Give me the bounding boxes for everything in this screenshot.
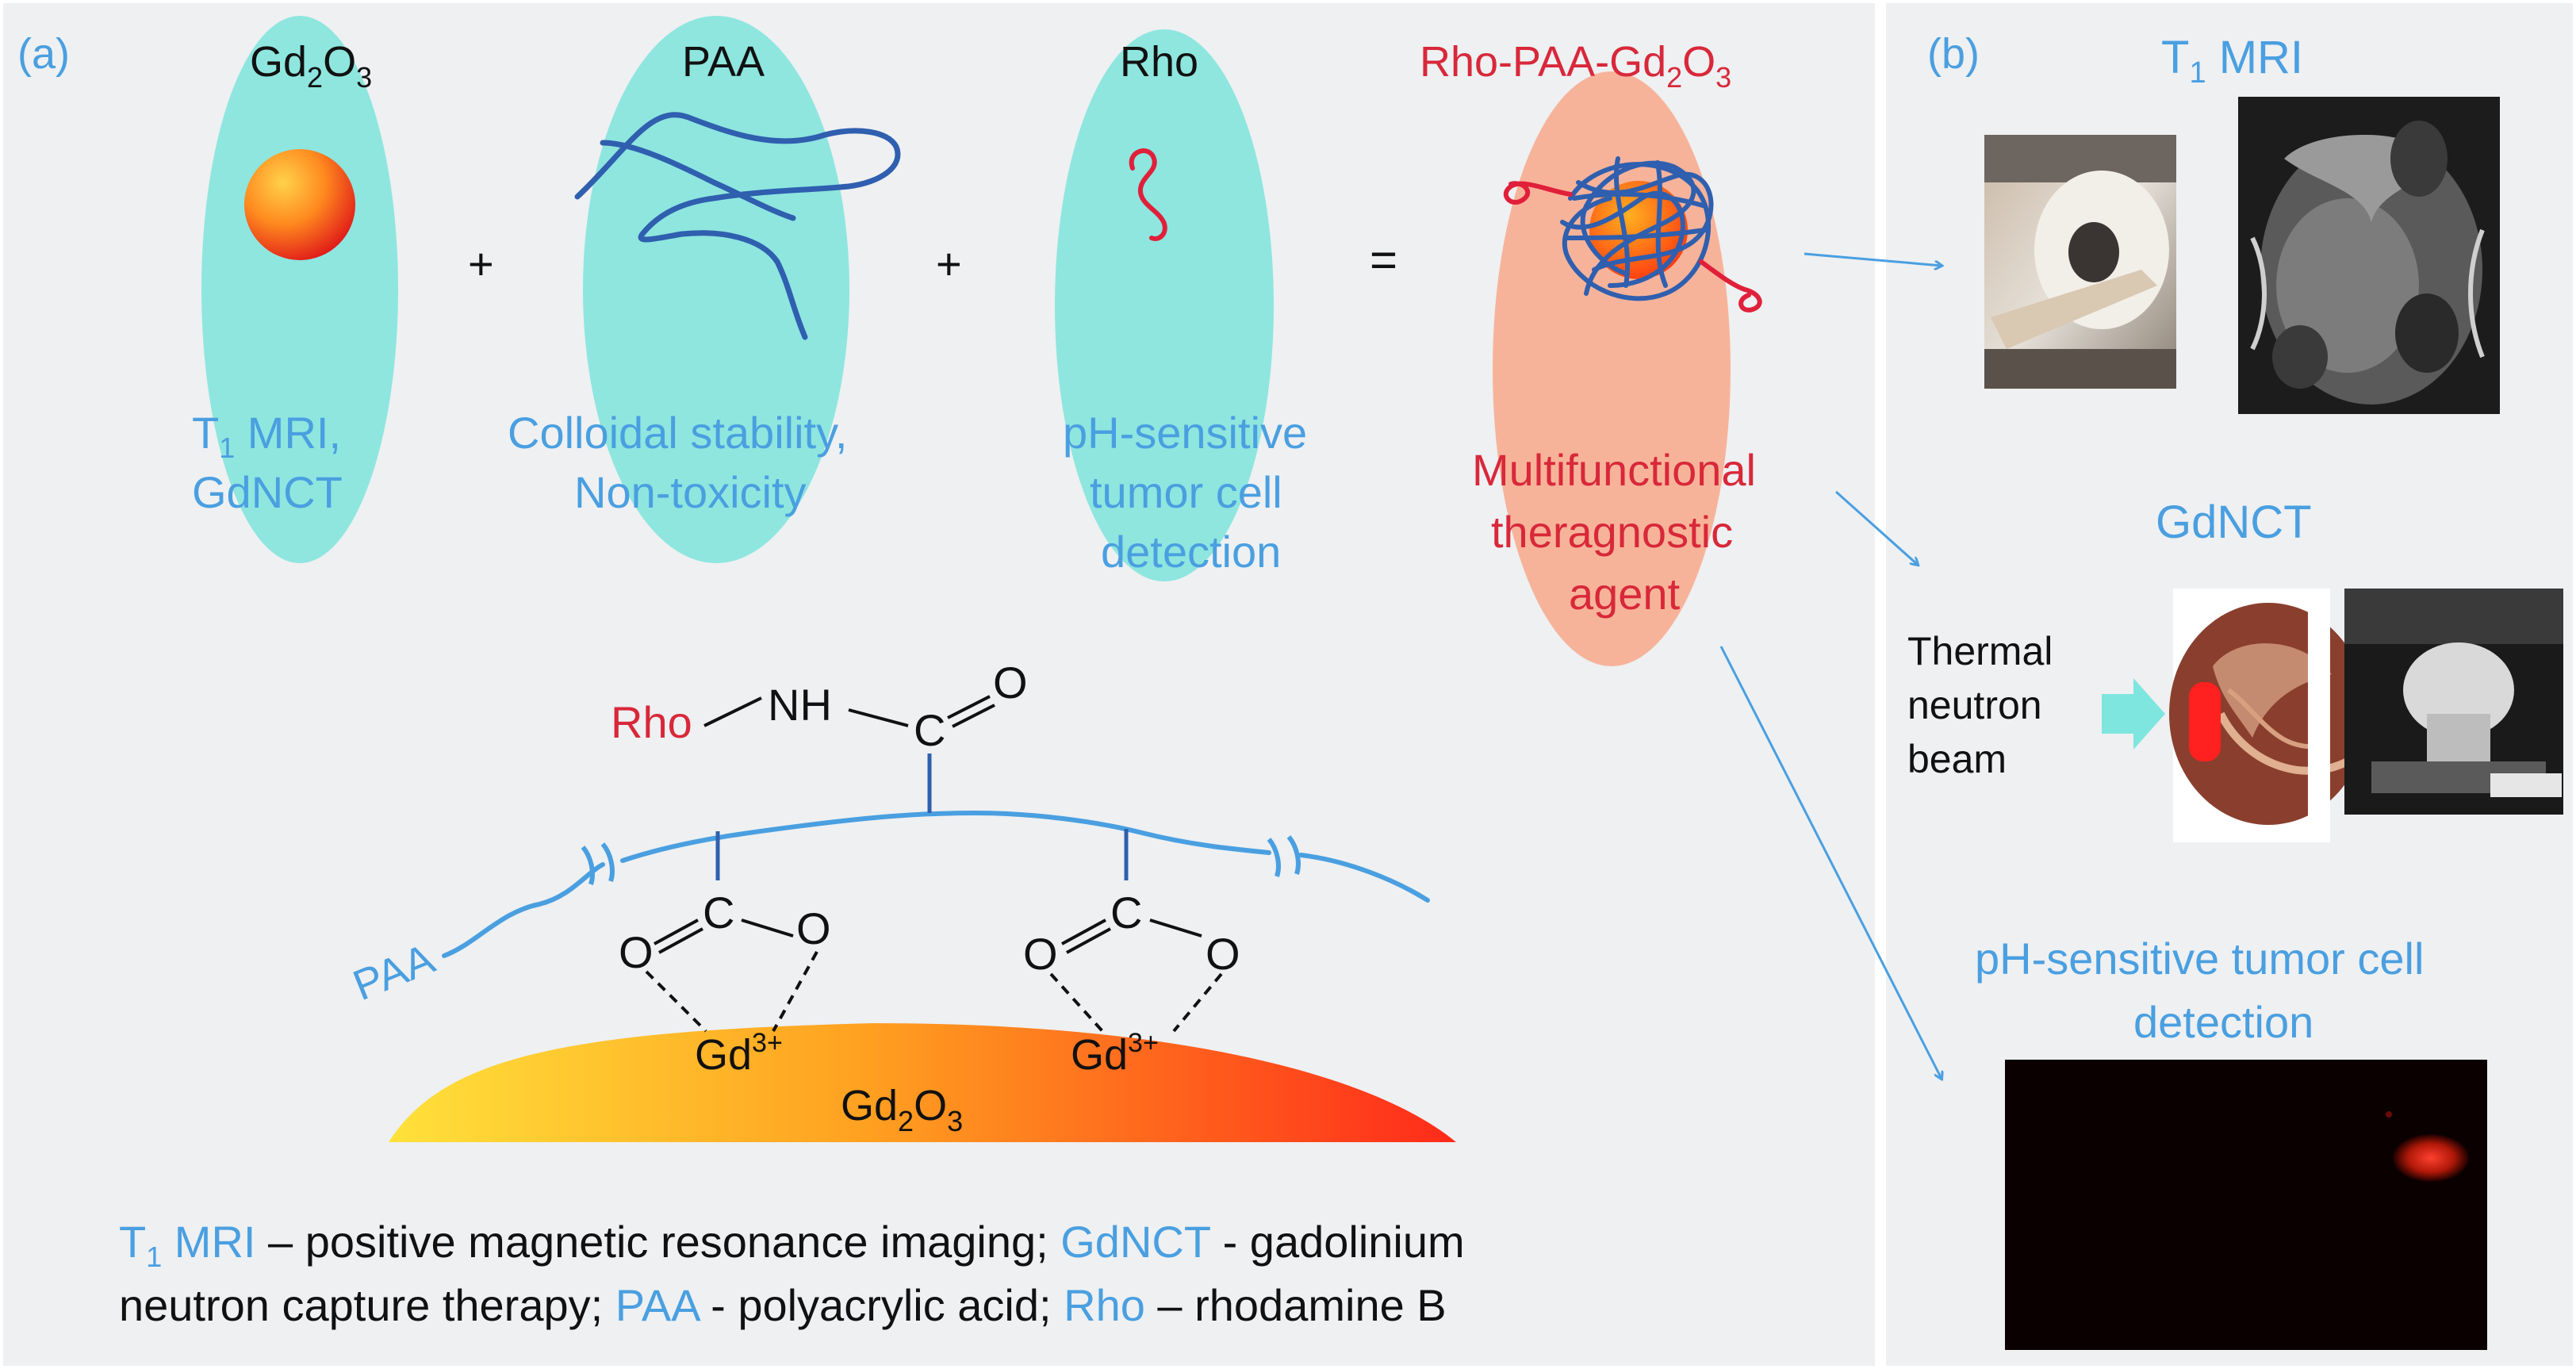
gd2o3-nanoparticle-icon bbox=[244, 149, 355, 260]
fluorescence-image bbox=[2005, 1060, 2487, 1350]
result-polymer-shell-icon bbox=[1560, 156, 1714, 301]
bond-left-co-2 bbox=[741, 918, 794, 938]
result-rho-left-icon bbox=[1503, 181, 1573, 205]
rho-component: Rho pH-sensitive tumor cell detection bbox=[1055, 29, 1307, 581]
result-desc-line2: theragnostic bbox=[1491, 507, 1733, 557]
chain-break-right-1 bbox=[1267, 838, 1281, 877]
surface-label: Gd2O3 bbox=[841, 1082, 963, 1137]
mri-title: T1 MRI bbox=[2161, 32, 2303, 90]
neutron-beam-arrow-icon bbox=[2102, 678, 2165, 750]
rho-desc-line2: tumor cell bbox=[1090, 467, 1282, 517]
mri-scan-image bbox=[2238, 97, 2500, 414]
bond-right-co-1b bbox=[1066, 927, 1111, 954]
chem-gd-left: Gd3+ bbox=[695, 1028, 783, 1079]
chem-nh-label: NH bbox=[768, 680, 832, 730]
bond-nh-c bbox=[848, 708, 909, 727]
detection-title-line2: detection bbox=[2133, 997, 2313, 1047]
paa-desc-line2: Non-toxicity bbox=[574, 467, 807, 517]
result-title: Rho-PAA-Gd2O3 bbox=[1420, 38, 1731, 94]
rho-desc-line1: pH-sensitive bbox=[1063, 408, 1307, 458]
chem-c-top: C bbox=[914, 705, 945, 755]
rho-dye-molecule-icon bbox=[1129, 148, 1167, 241]
bond-c-o-top-b bbox=[952, 704, 995, 728]
beam-label-line2: neutron bbox=[1907, 683, 2042, 727]
gdnct-title: GdNCT bbox=[2156, 497, 2312, 548]
arrow-to-gdnct bbox=[1835, 490, 1918, 565]
bond-right-co-1a bbox=[1061, 918, 1106, 945]
gd2o3-component: Gd2O3 T1 MRI, GdNCT bbox=[192, 16, 398, 563]
mri-scanner-photo bbox=[1984, 135, 2176, 389]
gd2o3-desc-line2: GdNCT bbox=[192, 467, 343, 517]
paa-polymer-chain-icon bbox=[574, 112, 901, 340]
result-desc-line1: Multifunctional bbox=[1472, 445, 1756, 495]
arrow-to-mri bbox=[1804, 252, 1942, 266]
bond-left-co-1a bbox=[654, 918, 699, 945]
gd2o3-surface bbox=[389, 1023, 1456, 1142]
plus-operator-1: + bbox=[468, 239, 494, 289]
bond-right-co-2 bbox=[1149, 918, 1202, 938]
chem-rho-label: Rho bbox=[611, 697, 692, 747]
chem-o-left-a: O bbox=[619, 927, 654, 977]
legend-line-1: T1 MRI – positive magnetic resonance ima… bbox=[119, 1217, 1465, 1273]
chain-break-left-2 bbox=[600, 842, 615, 882]
rho-title: Rho bbox=[1120, 38, 1198, 86]
chem-o-right-a: O bbox=[1023, 929, 1058, 979]
paa-backbone-left bbox=[442, 862, 605, 958]
bond-left-co-1b bbox=[658, 927, 703, 954]
chain-break-right-2 bbox=[1286, 835, 1301, 875]
bond-c-o-top-a bbox=[947, 695, 991, 719]
result-component: Rho-PAA-Gd2O3 Multifunctional theragnost… bbox=[1420, 38, 1762, 666]
panel-a-label: (a) bbox=[17, 30, 70, 78]
coord-left-2 bbox=[772, 951, 818, 1032]
chain-break-left-1 bbox=[581, 846, 595, 885]
coord-right-1 bbox=[1049, 972, 1104, 1033]
chem-c-right: C bbox=[1110, 888, 1142, 938]
paa-title: PAA bbox=[682, 38, 765, 86]
chemistry-diagram: Gd2O3 PAA Rho NH C O C O O Gd3+ C bbox=[347, 658, 1456, 1142]
bond-rho-nh bbox=[703, 696, 762, 727]
arrow-to-detection bbox=[1719, 646, 1942, 1079]
result-desc-line3: agent bbox=[1569, 569, 1681, 619]
paa-component: PAA Colloidal stability, Non-toxicity bbox=[508, 16, 901, 563]
equals-operator: = bbox=[1370, 233, 1397, 286]
result-rho-right-icon bbox=[1699, 259, 1762, 313]
beam-label-line1: Thermal bbox=[1907, 629, 2053, 673]
radiotherapy-photo bbox=[2344, 589, 2563, 815]
gd2o3-desc-line1: T1 MRI, bbox=[192, 408, 341, 464]
chem-gd-right: Gd3+ bbox=[1071, 1028, 1159, 1079]
paa-desc-line1: Colloidal stability, bbox=[508, 408, 847, 458]
coord-left-1 bbox=[645, 970, 707, 1033]
brain-section-image bbox=[2169, 589, 2367, 842]
legend-line-2: neutron capture therapy; PAA - polyacryl… bbox=[119, 1280, 1447, 1330]
panel-b-label: (b) bbox=[1927, 30, 1980, 78]
plus-operator-2: + bbox=[936, 239, 962, 289]
chem-o-top: O bbox=[993, 658, 1028, 708]
gd2o3-ellipse bbox=[201, 16, 398, 563]
rho-desc-line3: detection bbox=[1101, 527, 1281, 577]
chem-o-right-b: O bbox=[1206, 929, 1240, 979]
chem-o-left-b: O bbox=[796, 903, 831, 953]
paa-backbone-main bbox=[620, 810, 1271, 863]
rho-ellipse bbox=[1055, 29, 1274, 581]
beam-label-line3: beam bbox=[1907, 737, 2007, 781]
gd2o3-title: Gd2O3 bbox=[250, 38, 372, 94]
detection-title-line1: pH-sensitive tumor cell bbox=[1975, 934, 2424, 984]
paa-backbone-right bbox=[1298, 853, 1430, 903]
chem-c-left: C bbox=[703, 888, 734, 938]
coord-right-2 bbox=[1172, 972, 1223, 1033]
